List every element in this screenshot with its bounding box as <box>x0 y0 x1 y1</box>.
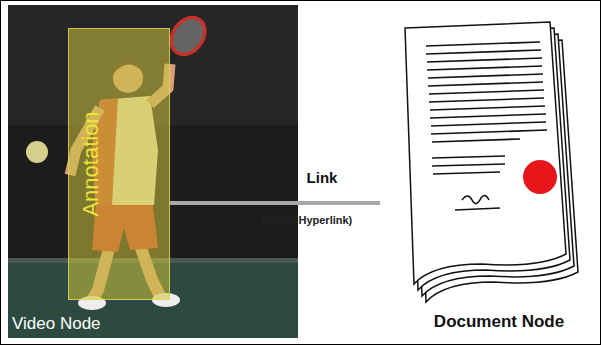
document-stack <box>405 22 578 302</box>
node-label: Video Node <box>12 314 101 334</box>
link-caption: (Video Hyperlink) <box>262 214 352 226</box>
annotation-label: Annotation <box>78 111 104 216</box>
video-frame-photo <box>8 5 298 338</box>
document-node: Document Node <box>380 12 592 338</box>
link-line <box>170 203 380 204</box>
annotation-box: Annotation <box>68 28 170 300</box>
video-node: Video Node Annotation <box>8 5 298 338</box>
node-label: Document Node <box>434 312 564 332</box>
link-label: Link <box>307 169 338 186</box>
